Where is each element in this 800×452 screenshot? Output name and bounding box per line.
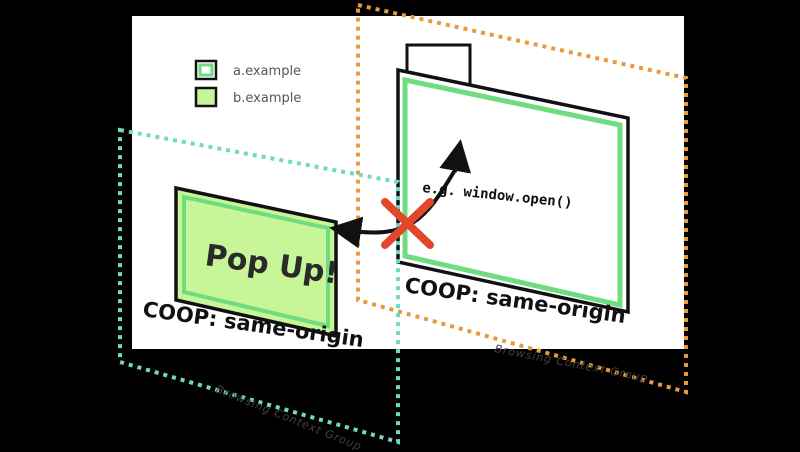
left-browsing-context-group-boundary: [118, 127, 400, 445]
legend-swatch-b-example: [194, 86, 218, 108]
popup-window: Pop Up! COOP: same-origin: [141, 185, 365, 352]
legend: a.example b.example: [194, 59, 301, 108]
right-browsing-context-group-boundary: [356, 2, 688, 395]
blocked-x-icon: [381, 198, 434, 249]
left-group-label: Browsing Context Group: [214, 383, 364, 452]
window-open-arrow-tail: [439, 139, 471, 174]
window-open-call-prefix: e.g.: [422, 180, 457, 199]
legend-label-a-example: a.example: [233, 64, 301, 79]
legend-label-b-example: b.example: [233, 91, 301, 106]
